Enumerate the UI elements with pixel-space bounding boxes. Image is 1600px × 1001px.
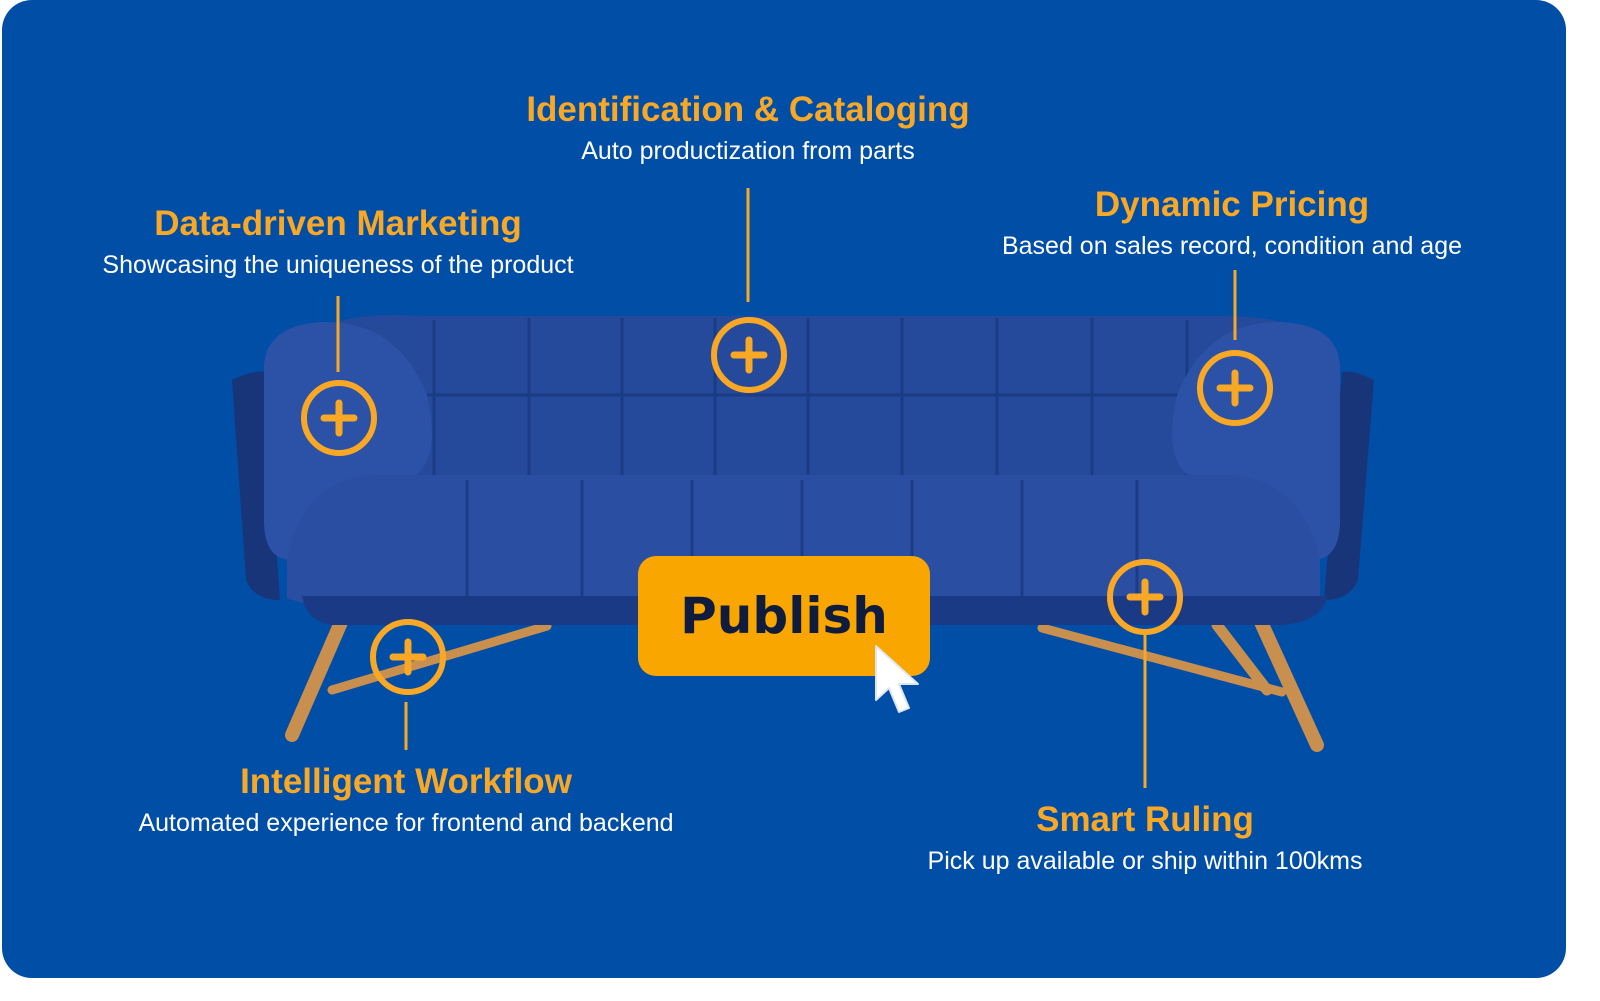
plus-icon[interactable] xyxy=(1105,557,1185,637)
sofa-right-arm xyxy=(1172,321,1340,560)
plus-icon[interactable] xyxy=(299,378,379,458)
feature-marketing: Data-driven Marketing Showcasing the uni… xyxy=(38,204,638,280)
feature-title: Intelligent Workflow xyxy=(240,762,572,801)
feature-workflow: Intelligent Workflow Automated experienc… xyxy=(106,762,706,838)
cursor-icon xyxy=(875,645,919,713)
feature-ruling: Smart Ruling Pick up available or ship w… xyxy=(845,800,1445,876)
sofa-back xyxy=(302,315,1322,500)
feature-card: Identification & Cataloging Auto product… xyxy=(2,0,1566,978)
feature-description: Auto productization from parts xyxy=(581,137,915,165)
plus-icon[interactable] xyxy=(709,315,789,395)
feature-description: Pick up available or ship within 100kms xyxy=(927,847,1363,875)
feature-title: Identification & Cataloging xyxy=(526,90,970,129)
plus-icon[interactable] xyxy=(1195,348,1275,428)
sofa-left-arm xyxy=(264,321,432,560)
plus-icon[interactable] xyxy=(368,617,448,697)
feature-pricing: Dynamic Pricing Based on sales record, c… xyxy=(932,185,1532,261)
feature-identification: Identification & Cataloging Auto product… xyxy=(448,90,1048,166)
feature-description: Showcasing the uniqueness of the product xyxy=(102,251,574,279)
connector-lines xyxy=(336,188,1237,788)
feature-description: Automated experience for frontend and ba… xyxy=(138,809,674,837)
feature-description: Based on sales record, condition and age xyxy=(1001,232,1463,260)
sofa-legs xyxy=(285,613,1324,752)
feature-title: Data-driven Marketing xyxy=(154,204,522,243)
feature-title: Dynamic Pricing xyxy=(1094,185,1370,224)
feature-title: Smart Ruling xyxy=(1036,800,1254,839)
